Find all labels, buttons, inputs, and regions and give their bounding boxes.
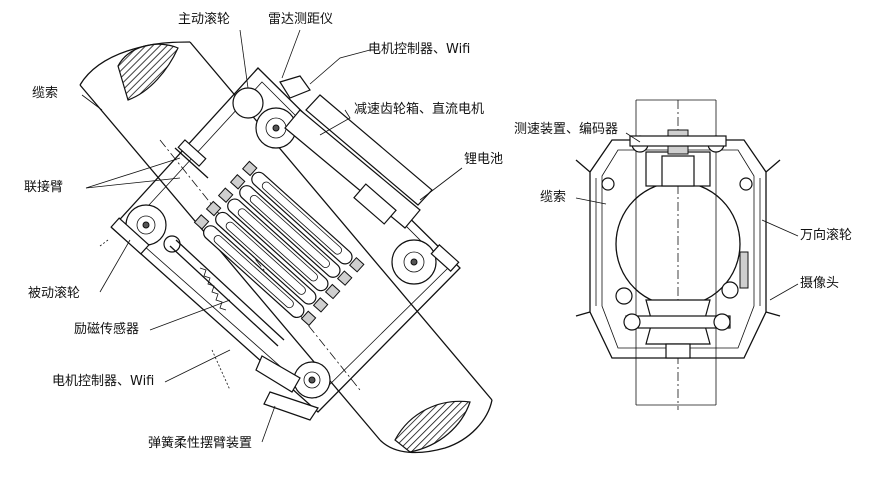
label-drive-wheel: 主动滚轮 [178, 12, 231, 27]
spring-swing-arm [169, 239, 331, 421]
bottom-wheel [623, 299, 731, 359]
label-speed-encoder: 测速装置、编码器 [514, 122, 619, 137]
right-view [575, 99, 799, 410]
left-leader-lines [81, 29, 463, 443]
label-motor-controller-top: 电机控制器、Wifi [368, 42, 471, 57]
left-view [79, 29, 493, 454]
label-excitation-sensor: 励磁传感器 [74, 322, 140, 337]
label-cable-left: 缆索 [32, 86, 59, 101]
drive-wheel [232, 87, 297, 149]
label-universal-wheel: 万向滚轮 [800, 228, 853, 243]
gearbox-motor-module [279, 75, 433, 229]
driven-wheel [110, 204, 181, 255]
label-driven-wheel: 被动滚轮 [28, 286, 81, 301]
battery-wheel [391, 239, 460, 285]
label-gearbox-motor: 减速齿轮箱、直流电机 [354, 102, 485, 117]
universal-wheels [601, 177, 753, 305]
top-wheel [629, 129, 727, 187]
label-motor-controller-bottom: 电机控制器、Wifi [52, 374, 155, 389]
label-battery: 锂电池 [464, 152, 504, 167]
label-connect-arm: 联接臂 [24, 180, 64, 195]
right-leader-lines [575, 132, 799, 301]
octagon-frame [575, 139, 781, 359]
excitation-sensor-arrays [193, 160, 365, 327]
label-camera: 摄像头 [800, 276, 840, 291]
label-spring-swing-arm: 弹簧柔性摆臂装置 [148, 436, 253, 451]
label-radar: 雷达测距仪 [268, 12, 334, 27]
label-cable-right: 缆索 [540, 190, 567, 205]
